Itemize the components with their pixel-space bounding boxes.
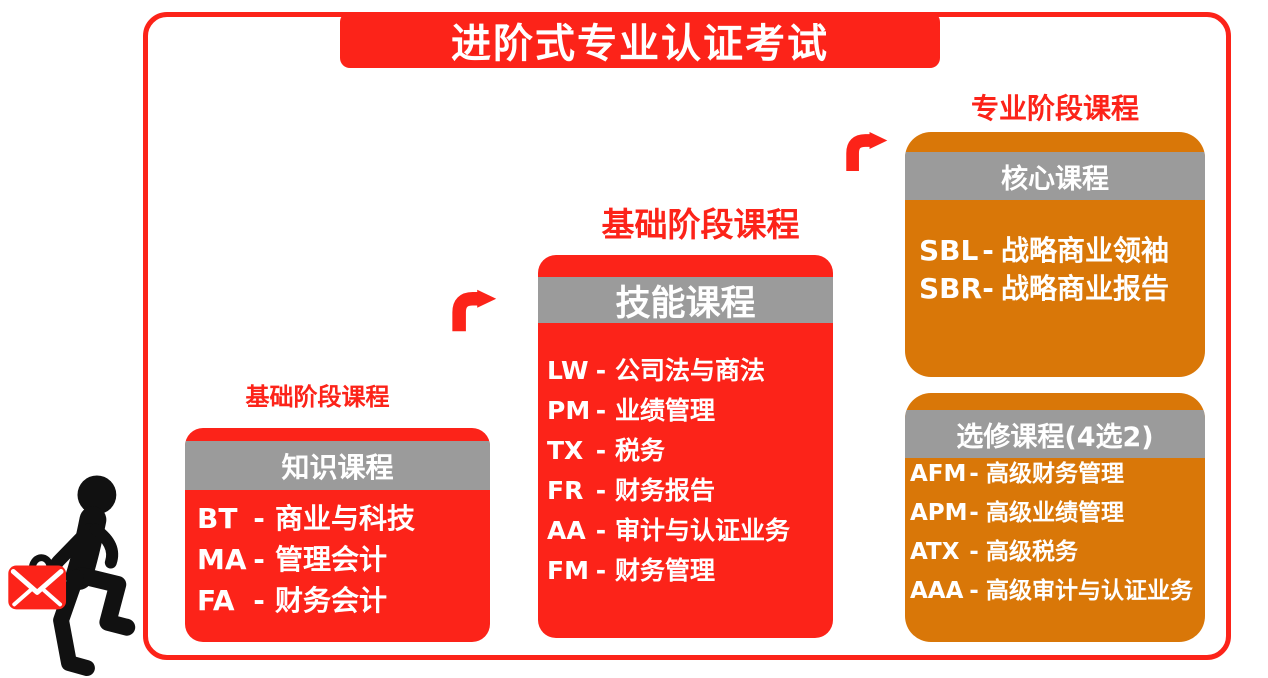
box-header-band: 知识课程	[185, 441, 490, 490]
course-list: BT-商业与科技 MA-管理会计 FA-财务会计	[185, 498, 490, 621]
core-courses-box: 核心课程 SBL-战略商业领袖 SBR-战略商业报告	[905, 132, 1205, 377]
course-name: 财务报告	[615, 476, 716, 505]
course-code: APM	[910, 500, 968, 526]
course-name: 高级财务管理	[986, 461, 1124, 487]
skills-courses-box: 技能课程 LW-公司法与商法 PM-业绩管理 TX-税务 FR-财务报告 AA-…	[538, 255, 833, 638]
course-code: TX	[547, 436, 584, 465]
course-separator: -	[253, 502, 265, 535]
course-separator: -	[595, 436, 607, 465]
knowledge-courses-box: 知识课程 BT-商业与科技 MA-管理会计 FA-财务会计	[185, 428, 490, 642]
stage-label-professional: 专业阶段课程	[970, 92, 1139, 125]
course-item: FM-财务管理	[547, 551, 833, 591]
course-code: FR	[547, 476, 584, 505]
course-separator: -	[969, 500, 979, 526]
briefcase-icon	[8, 554, 67, 610]
box-header-label: 技能课程	[615, 283, 756, 324]
course-name: 财务会计	[275, 584, 388, 617]
course-separator: -	[969, 539, 979, 565]
course-code: FM	[547, 556, 589, 585]
course-item: TX-税务	[547, 431, 833, 471]
course-name: 财务管理	[615, 556, 716, 585]
course-code: LW	[547, 356, 589, 385]
course-code: SBL	[919, 234, 979, 267]
course-name: 高级审计与认证业务	[986, 578, 1193, 604]
course-separator: -	[982, 234, 994, 267]
course-item: MA-管理会计	[197, 539, 490, 580]
course-item: SBL-战略商业领袖	[919, 232, 1205, 270]
course-name: 业绩管理	[615, 396, 716, 425]
course-separator: -	[253, 584, 265, 617]
course-name: 高级税务	[986, 539, 1078, 565]
curved-arrow-icon	[846, 132, 888, 171]
course-separator: -	[595, 556, 607, 585]
course-item: AFM-高级财务管理	[910, 455, 1205, 494]
course-code: AA	[547, 516, 586, 545]
course-name: 税务	[615, 436, 666, 465]
course-name: 管理会计	[275, 543, 388, 576]
course-code: ATX	[910, 539, 960, 565]
course-name: 商业与科技	[275, 502, 416, 535]
box-header-label: 核心课程	[1001, 163, 1109, 195]
box-header-band: 技能课程	[538, 277, 833, 324]
course-item: BT-商业与科技	[197, 498, 490, 539]
person-climbing-icon	[8, 475, 136, 677]
course-name: 审计与认证业务	[615, 516, 791, 545]
course-item: ATX-高级税务	[910, 533, 1205, 572]
course-item: PM-业绩管理	[547, 391, 833, 431]
course-item: FA-财务会计	[197, 580, 490, 621]
course-name: 公司法与商法	[615, 356, 766, 385]
course-name: 战略商业领袖	[1001, 234, 1170, 267]
course-item: LW-公司法与商法	[547, 351, 833, 391]
elective-courses-box: 选修课程(4选2) AFM-高级财务管理 APM-高级业绩管理 ATX-高级税务…	[905, 393, 1205, 642]
course-name: 战略商业报告	[1001, 272, 1170, 305]
diagram-title-banner: 进阶式专业认证考试	[340, 12, 940, 68]
course-item: FR-财务报告	[547, 471, 833, 511]
box-header-band: 核心课程	[905, 152, 1205, 200]
course-separator: -	[595, 356, 607, 385]
course-separator: -	[595, 516, 607, 545]
course-item: SBR-战略商业报告	[919, 270, 1205, 308]
course-separator: -	[253, 543, 265, 576]
stage-label-foundation-knowledge: 基础阶段课程	[245, 383, 390, 411]
course-list: SBL-战略商业领袖 SBR-战略商业报告	[905, 232, 1205, 308]
curved-arrow-icon	[452, 289, 497, 332]
course-code: SBR	[919, 272, 983, 305]
course-code: FA	[197, 584, 235, 617]
course-code: MA	[197, 543, 247, 576]
course-separator: -	[969, 578, 979, 604]
course-item: APM-高级业绩管理	[910, 494, 1205, 533]
stage-label-foundation-skills: 基础阶段课程	[601, 205, 800, 244]
box-header-label: 选修课程(4选2)	[956, 421, 1154, 453]
course-separator: -	[595, 476, 607, 505]
box-header-label: 知识课程	[281, 450, 394, 484]
course-name: 高级业绩管理	[986, 500, 1124, 526]
course-separator: -	[982, 272, 994, 305]
diagram-title: 进阶式专业认证考试	[451, 21, 829, 67]
box-header-band: 选修课程(4选2)	[905, 410, 1205, 458]
course-code: BT	[197, 502, 238, 535]
course-item: AAA-高级审计与认证业务	[910, 572, 1205, 611]
course-separator: -	[969, 461, 979, 487]
course-separator: -	[595, 396, 607, 425]
course-item: AA-审计与认证业务	[547, 511, 833, 551]
course-code: AFM	[910, 461, 967, 487]
course-list: LW-公司法与商法 PM-业绩管理 TX-税务 FR-财务报告 AA-审计与认证…	[538, 351, 833, 591]
course-code: PM	[547, 396, 591, 425]
course-list: AFM-高级财务管理 APM-高级业绩管理 ATX-高级税务 AAA-高级审计与…	[905, 455, 1205, 611]
course-code: AAA	[910, 578, 964, 604]
